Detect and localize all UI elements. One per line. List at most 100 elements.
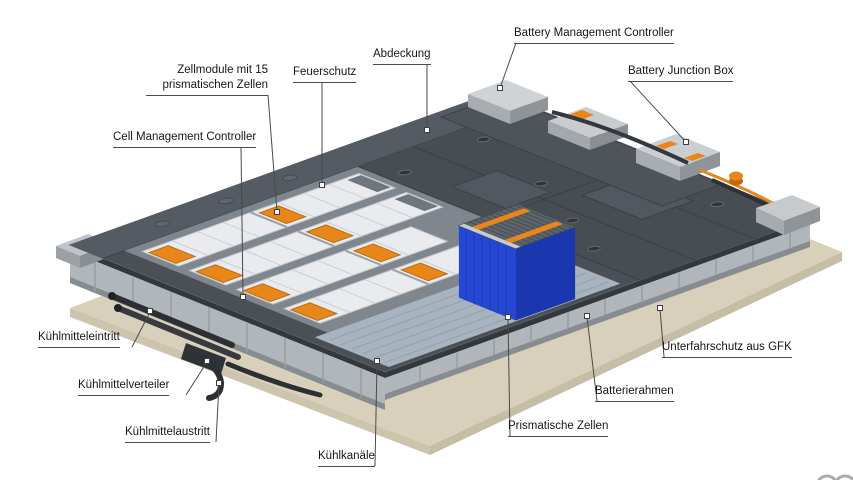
- label-text: Kühlkanäle: [318, 450, 375, 462]
- cover-bolt: [585, 245, 603, 252]
- leader-battery-junction-box: [629, 80, 687, 143]
- module-seams: [172, 184, 507, 312]
- marker-unterfahrschutz: [657, 305, 663, 311]
- marker-cell-management-controller: [240, 294, 246, 300]
- label-unterfahrschutz: Unterfahrschutz aus GFK: [662, 340, 792, 358]
- marker-kuehlmittelaustritt: [216, 380, 222, 386]
- label-text: Battery Management Controller: [514, 27, 674, 39]
- leader-kuehlmitteleintritt: [131, 311, 151, 348]
- marker-kuehlmitteleintritt: [147, 308, 153, 314]
- marker-prismatische-zellen: [505, 314, 511, 320]
- label-text: Kühlmittelaustritt: [125, 426, 211, 438]
- label-text: Batterierahmen: [595, 385, 674, 397]
- busbar-orange: [471, 208, 531, 230]
- module-split-seams: [251, 212, 429, 284]
- label-text: Kühlmittelverteiler: [78, 379, 170, 391]
- hv-connector: [307, 225, 353, 243]
- cover-bolt: [563, 217, 581, 224]
- label-text: Feuerschutz: [293, 66, 357, 78]
- cover-bolt: [396, 169, 414, 176]
- label-text: prismatischen Zellen: [162, 78, 268, 91]
- leader-markers: [147, 85, 689, 386]
- cell-management-controller-unit: [149, 246, 195, 264]
- marker-abdeckung: [424, 127, 430, 133]
- label-battery-junction-box: Battery Junction Box: [628, 64, 734, 82]
- marker-battery-management-controller: [497, 85, 503, 91]
- label-cell-management-controller: Cell Management Controller: [113, 130, 257, 148]
- label-zellmodule: Zellmodule mit 15 prismatischen Zellen: [146, 63, 268, 96]
- busbar-orange: [504, 221, 564, 243]
- label-feuerschutz: Feuerschutz: [293, 65, 357, 83]
- hv-connector: [684, 153, 706, 161]
- battery-management-controller-unit: [468, 80, 548, 111]
- leader-battery-management-controller: [499, 42, 517, 89]
- label-text: Zellmodule mit 15: [177, 64, 268, 76]
- label-text: Kühlmitteleintritt: [38, 331, 120, 343]
- frame-ribs: [94, 261, 362, 398]
- cell-separators: [465, 228, 507, 317]
- label-batterierahmen: Batterierahmen: [595, 384, 674, 402]
- hv-connector: [656, 141, 678, 149]
- marker-zellmodule: [274, 209, 280, 215]
- cover-cap: [152, 220, 173, 228]
- cell-module-row: [237, 227, 447, 304]
- hv-cable: [551, 110, 689, 165]
- marker-feuerschutz: [319, 182, 325, 188]
- marker-battery-junction-box: [683, 139, 689, 145]
- pack-top-surface: [70, 92, 810, 372]
- label-kuehlmittelverteiler: Kühlmittelverteiler: [78, 378, 170, 396]
- cover-plate: [358, 105, 811, 281]
- leader-prismatische-zellen: [507, 317, 511, 437]
- pipe-fitting: [108, 292, 116, 300]
- cover-back-strip: [70, 92, 529, 259]
- coolant-pipe: [115, 305, 241, 360]
- module-end-cap: [394, 194, 439, 212]
- corner-bracket-right: [756, 195, 820, 235]
- label-text: Unterfahrschutz aus GFK: [662, 341, 792, 353]
- cooling-channels: [330, 260, 608, 363]
- label-kuehlmitteleintritt: Kühlmitteleintritt: [38, 330, 120, 348]
- battery-junction-box-unit: [636, 134, 720, 167]
- prismatic-cell-module: [459, 204, 575, 320]
- coolant-inlet-pipe: [109, 293, 235, 348]
- hv-connector: [260, 206, 306, 224]
- label-text: Cell Management Controller: [113, 131, 257, 143]
- hv-connector: [354, 244, 400, 262]
- cover-cap: [279, 174, 300, 182]
- battery-frame-front-right: [385, 219, 810, 400]
- leader-kuehlmittelverteiler: [185, 361, 208, 396]
- cells-blue-face: [458, 225, 516, 321]
- junction-assembly: [439, 80, 788, 218]
- frame-ribs: [419, 232, 791, 381]
- leader-kuehlkanaele: [374, 361, 378, 467]
- label-kuehlmittelaustritt: Kühlmittelaustritt: [125, 425, 211, 443]
- cell-management-controller-unit: [291, 303, 337, 321]
- label-text: Prismatische Zellen: [508, 420, 609, 432]
- leader-kuehlmittelaustritt: [215, 383, 220, 443]
- cover-raised-plate: [452, 171, 550, 209]
- hv-terminal: [729, 171, 743, 181]
- pipe-fitting: [114, 304, 122, 312]
- cell-management-controller-unit: [244, 284, 290, 302]
- cells-blue-side: [515, 227, 576, 321]
- leader-lines: [131, 42, 687, 467]
- label-abdeckung: Abdeckung: [373, 47, 431, 65]
- hv-connector: [401, 263, 447, 281]
- label-kuehlkanaele: Kühlkanäle: [318, 449, 375, 467]
- coolant-pipe: [225, 361, 323, 398]
- cover-cap: [216, 197, 237, 205]
- cover-bolt: [708, 201, 726, 208]
- module-bay: [124, 165, 566, 333]
- leader-zellmodule: [267, 94, 278, 213]
- cell-stack-top: [459, 204, 575, 248]
- cell-management-controller-unit: [196, 265, 242, 283]
- label-battery-management-controller: Battery Management Controller: [514, 26, 674, 44]
- marker-batterierahmen: [584, 313, 590, 319]
- cover-bolt: [475, 136, 493, 143]
- brand-logo: [817, 474, 853, 480]
- leader-batterierahmen: [586, 316, 598, 402]
- leader-cell-management-controller: [240, 146, 244, 298]
- module-end-cap: [347, 175, 391, 193]
